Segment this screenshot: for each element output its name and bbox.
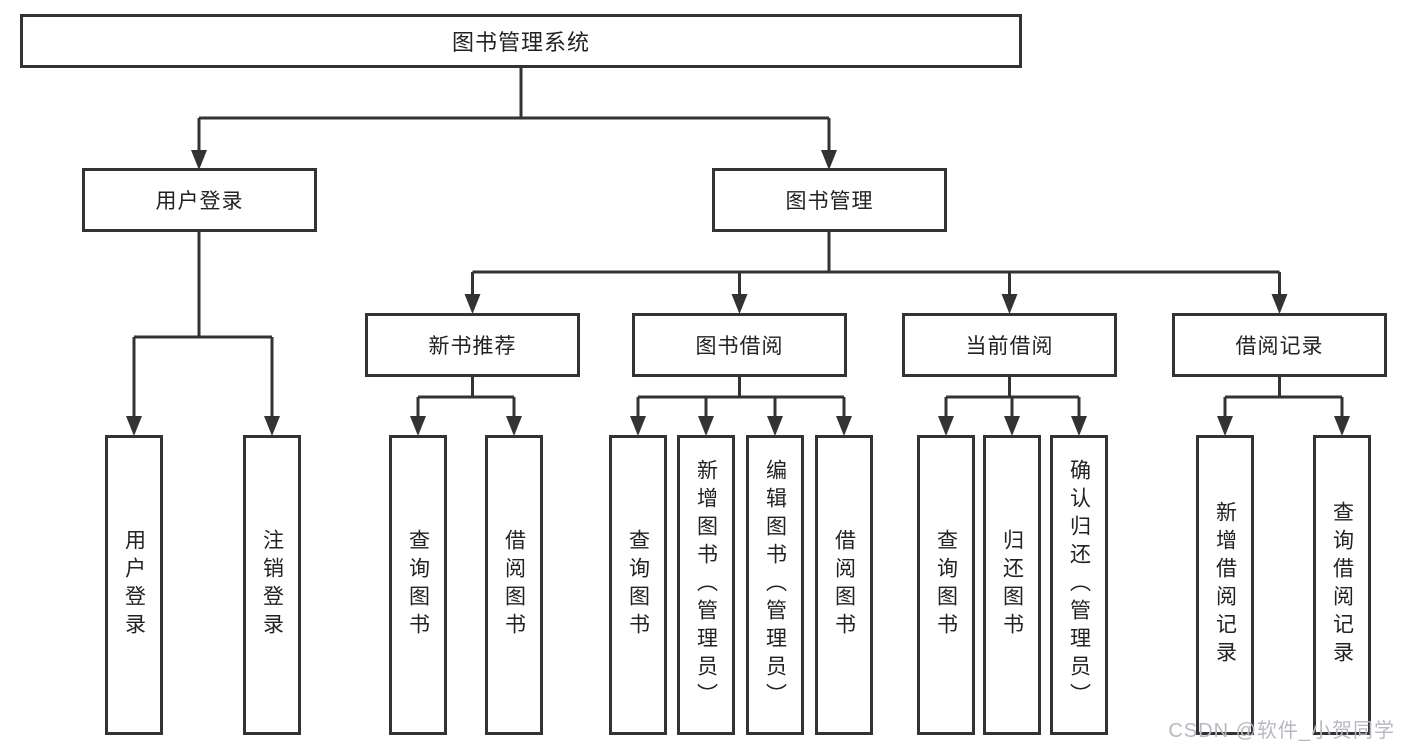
leaf-label: 新增借阅记录 [1213, 501, 1237, 669]
node-label: 图书管理 [785, 190, 874, 213]
node-label: 图书管理系统 [451, 30, 590, 55]
leaf-label: 归还图书 [1000, 529, 1024, 641]
node-book-borrowing: 图书借阅 [632, 313, 847, 377]
leaf-borrow-books-borrowing: 借阅图书 [815, 435, 873, 735]
leaf-label: 借阅图书 [832, 529, 856, 641]
node-label: 新书推荐 [428, 335, 517, 358]
leaf-label: 注销登录 [260, 529, 284, 641]
leaf-user-login: 用户登录 [105, 435, 163, 735]
node-label: 借阅记录 [1235, 335, 1324, 358]
leaf-label: 新增图书（管理员） [694, 459, 718, 711]
leaf-label: 查询图书 [934, 529, 958, 641]
node-current-borrowing: 当前借阅 [902, 313, 1117, 377]
leaf-query-books-borrowing: 查询图书 [609, 435, 667, 735]
leaf-logout: 注销登录 [243, 435, 301, 735]
leaf-add-book-admin: 新增图书（管理员） [677, 435, 735, 735]
leaf-label: 用户登录 [122, 529, 146, 641]
node-label: 图书借阅 [695, 335, 784, 358]
node-label: 当前借阅 [965, 335, 1054, 358]
leaf-label: 编辑图书（管理员） [763, 459, 787, 711]
leaf-label: 借阅图书 [502, 529, 526, 641]
leaf-confirm-return-admin: 确认归还（管理员） [1050, 435, 1108, 735]
leaf-label: 确认归还（管理员） [1067, 459, 1091, 711]
leaf-edit-book-admin: 编辑图书（管理员） [746, 435, 804, 735]
node-borrowing-records: 借阅记录 [1172, 313, 1387, 377]
node-book-management: 图书管理 [712, 168, 947, 232]
leaf-label: 查询图书 [626, 529, 650, 641]
leaf-label: 查询图书 [406, 529, 430, 641]
leaf-query-books-current: 查询图书 [917, 435, 975, 735]
node-label: 用户登录 [155, 190, 244, 213]
leaf-query-borrow-record: 查询借阅记录 [1313, 435, 1371, 735]
node-user-login: 用户登录 [82, 168, 317, 232]
node-library-management-system: 图书管理系统 [20, 14, 1022, 68]
node-new-book-recommendation: 新书推荐 [365, 313, 580, 377]
csdn-watermark: CSDN @软件_小贺同学 [1168, 720, 1395, 742]
leaf-label: 查询借阅记录 [1330, 501, 1354, 669]
leaf-return-books: 归还图书 [983, 435, 1041, 735]
leaf-query-books-recommend: 查询图书 [389, 435, 447, 735]
leaf-add-borrow-record: 新增借阅记录 [1196, 435, 1254, 735]
leaf-borrow-books-recommend: 借阅图书 [485, 435, 543, 735]
arrowhead-icons [126, 150, 1350, 436]
